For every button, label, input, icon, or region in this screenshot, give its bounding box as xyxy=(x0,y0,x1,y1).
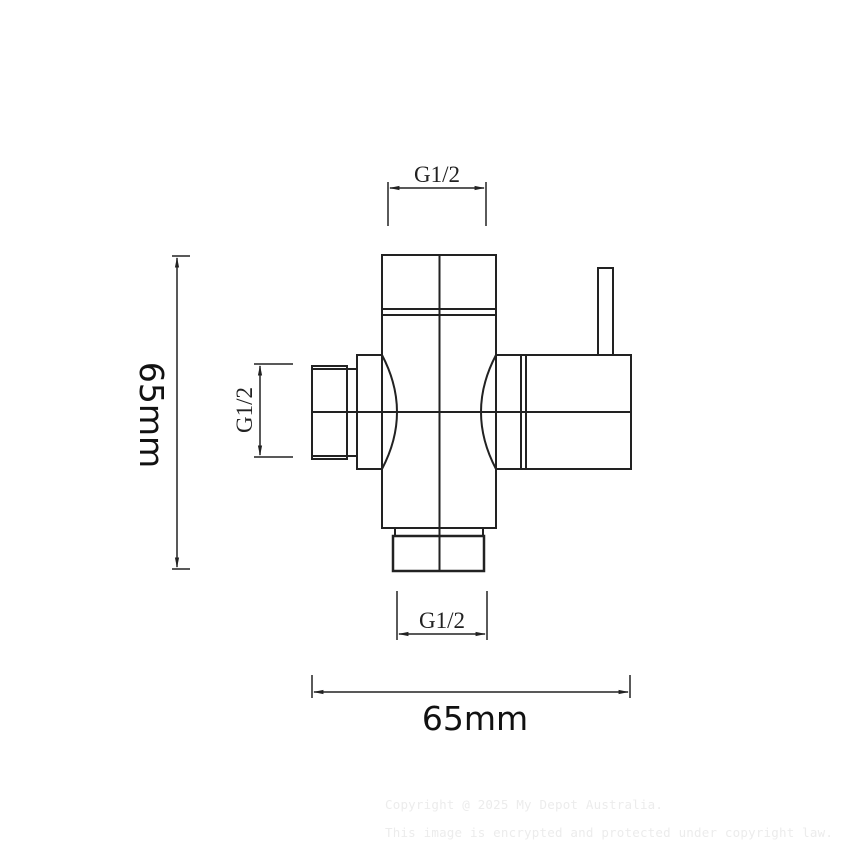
height-dimension xyxy=(172,255,190,570)
lever-handle xyxy=(597,267,614,356)
width-dimension xyxy=(311,675,631,698)
bottom-port-label: G1/2 xyxy=(419,608,465,633)
left-fitting xyxy=(311,365,348,460)
left-port-label: G1/2 xyxy=(232,387,257,433)
valve-body xyxy=(311,254,632,573)
bottom-port-dimension xyxy=(396,591,488,640)
top-port-dimension xyxy=(387,182,487,226)
left-port-dimension xyxy=(254,363,293,458)
width-label: 65mm xyxy=(422,699,528,738)
top-port-label: G1/2 xyxy=(414,162,460,187)
height-label: 65mm xyxy=(132,362,171,468)
bottom-fitting xyxy=(391,534,486,573)
right-block xyxy=(496,354,632,470)
right-arc xyxy=(480,354,497,470)
copyright-watermark-line-1: Copyright @ 2025 My Depot Australia. xyxy=(385,797,664,812)
copyright-watermark-line-2: This image is encrypted and protected un… xyxy=(385,825,834,840)
left-arc xyxy=(381,354,398,470)
